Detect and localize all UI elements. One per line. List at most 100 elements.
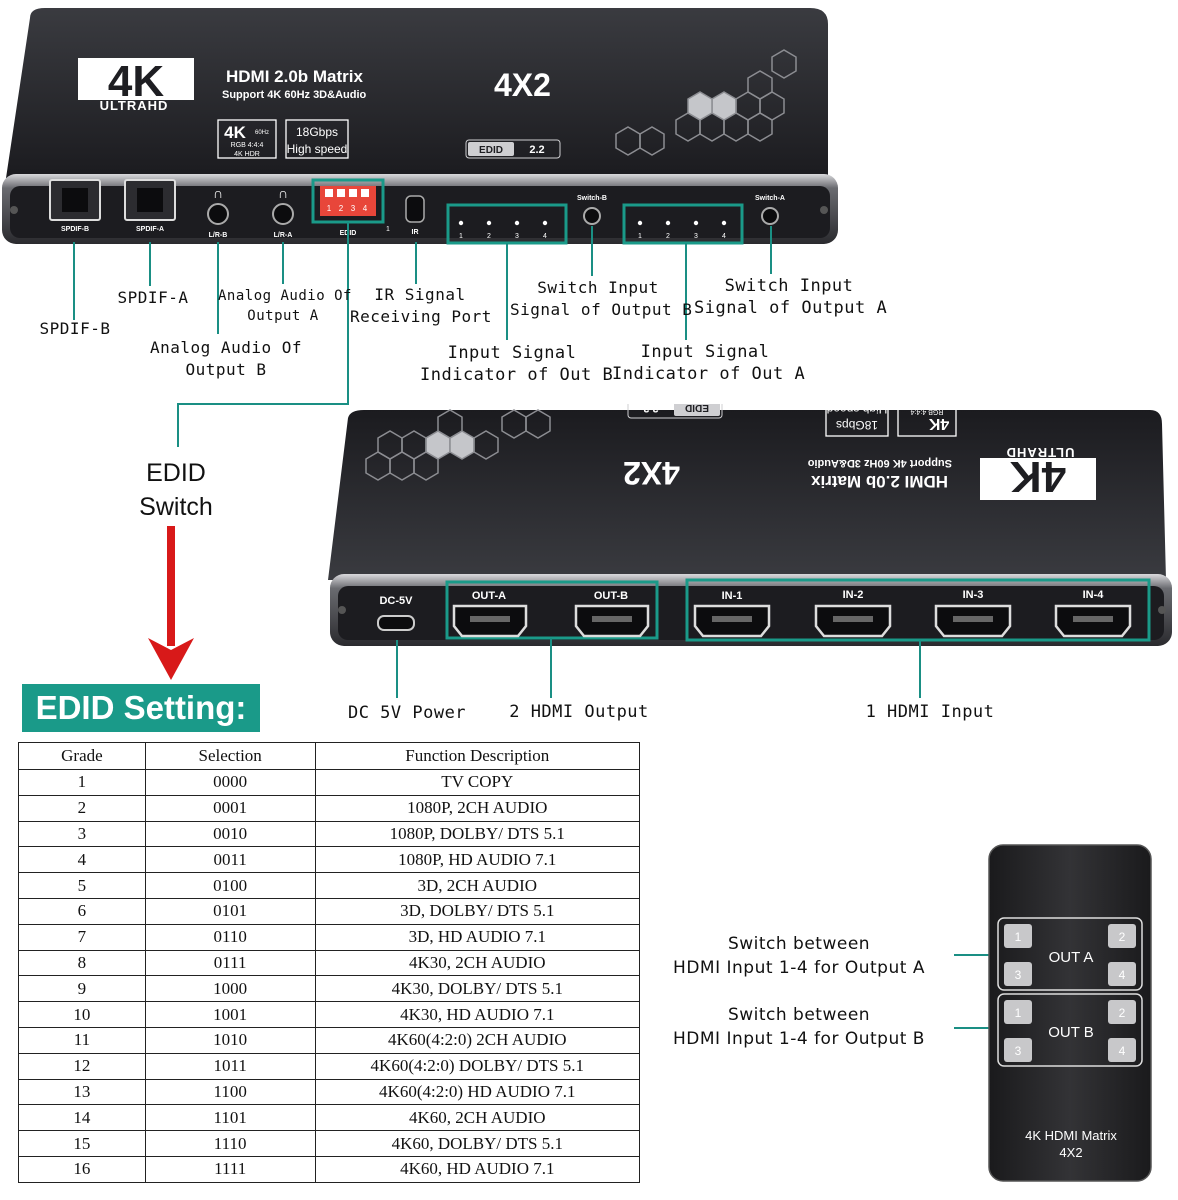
cell-function: 4K60(4:2:0) HD AUDIO 7.1 <box>314 1078 641 1106</box>
leader-line <box>506 243 508 340</box>
port-label-in-2: IN-2 <box>843 589 864 601</box>
leader-line <box>550 638 552 698</box>
svg-text:4X2: 4X2 <box>623 455 680 491</box>
svg-text:3: 3 <box>351 204 356 213</box>
hdmi-output-highlight <box>445 580 659 640</box>
cell-grade: 16 <box>18 1155 146 1183</box>
cell-selection: 0101 <box>144 897 316 925</box>
leader-line <box>282 242 284 284</box>
cell-grade: 8 <box>18 949 146 977</box>
port-label-lr-a: L/R-A <box>274 232 293 239</box>
svg-text:3: 3 <box>1015 1044 1022 1058</box>
cell-selection: 0100 <box>144 872 316 899</box>
cell-grade: 2 <box>18 794 146 822</box>
remote-key-b2[interactable] <box>1108 1000 1136 1024</box>
svg-text:4: 4 <box>543 233 547 240</box>
cell-selection: 1000 <box>144 975 316 1003</box>
svg-text:1: 1 <box>1015 930 1022 944</box>
leader-line <box>396 640 398 698</box>
svg-text:RGB 4:4:4: RGB 4:4:4 <box>911 408 944 415</box>
cell-grade: 7 <box>18 923 146 951</box>
led-group-a-highlight <box>622 203 744 245</box>
port-label-in-1: IN-1 <box>722 590 743 602</box>
svg-text:High speed: High speed <box>827 404 888 416</box>
leader-line <box>954 954 1002 956</box>
cell-grade: 14 <box>18 1104 146 1132</box>
remote-key-a1[interactable] <box>1004 924 1032 948</box>
badge-rgb: RGB 4:4:4 <box>231 142 264 149</box>
svg-text:2: 2 <box>666 233 670 240</box>
cell-function: 4K60(4:2:0) DOLBY/ DTS 5.1 <box>314 1052 641 1080</box>
svg-text:2: 2 <box>339 204 344 213</box>
remote-key-a2[interactable] <box>1108 924 1136 948</box>
switch-a-button[interactable] <box>761 207 779 225</box>
cell-selection: 0011 <box>144 846 316 874</box>
port-label-spdif-a: SPDIF-A <box>136 226 164 233</box>
port-label-in-3: IN-3 <box>963 589 984 601</box>
hdmi-input-highlight <box>685 578 1151 642</box>
svg-text:4K: 4K <box>1010 452 1066 501</box>
lr-a-jack <box>272 203 294 225</box>
cell-grade: 9 <box>18 975 146 1003</box>
leader-line <box>919 640 921 698</box>
lr-b-jack <box>207 203 229 225</box>
remote-key-b4[interactable] <box>1108 1038 1136 1062</box>
remote-key-a3[interactable] <box>1004 962 1032 986</box>
cell-selection: 0001 <box>144 794 316 822</box>
cell-function: 4K30, HD AUDIO 7.1 <box>314 1001 641 1028</box>
callout-hdmi-input: 1 HDMI Input <box>865 702 995 722</box>
badge-4khdr: 4K HDR <box>234 151 260 158</box>
logo-ultrahd: ULTRAHD <box>100 98 169 113</box>
cell-grade: 13 <box>18 1078 146 1106</box>
led-numbers-a: 1 2 3 4 <box>638 233 726 240</box>
port-label-ir: IR <box>412 229 419 236</box>
dip-side-mark: 1 <box>386 226 390 233</box>
cell-function: 4K30, 2CH AUDIO <box>314 949 641 977</box>
down-arrow-icon <box>148 526 194 680</box>
svg-text:Support 4K 60Hz 3D&Audio: Support 4K 60Hz 3D&Audio <box>807 457 952 469</box>
svg-text:ULTRAHD: ULTRAHD <box>1006 445 1075 460</box>
cell-selection: 1001 <box>144 1001 316 1028</box>
cell-function: TV COPY <box>314 769 641 796</box>
hex-pattern <box>365 409 551 481</box>
cell-function: 3D, 2CH AUDIO <box>314 872 641 899</box>
remote-key-a4[interactable] <box>1108 962 1136 986</box>
cell-function: 4K60, 2CH AUDIO <box>314 1104 641 1132</box>
leader-line <box>770 226 772 274</box>
remote-key-b1[interactable] <box>1004 1000 1032 1024</box>
port-label-spdif-b: SPDIF-B <box>61 226 89 233</box>
cell-grade: 4 <box>18 846 146 874</box>
cell-selection: 0111 <box>144 949 316 977</box>
headphone-icon: ∩ <box>213 185 223 201</box>
switch-b-button[interactable] <box>583 207 601 225</box>
led-group-a <box>637 220 727 226</box>
column-header-function: Function Description <box>314 742 641 770</box>
svg-text:2: 2 <box>1119 930 1126 944</box>
svg-text:4: 4 <box>363 204 368 213</box>
cell-function: 1080P, DOLBY/ DTS 5.1 <box>314 820 641 848</box>
cell-function: 4K60, HD AUDIO 7.1 <box>314 1155 641 1183</box>
led-group-b <box>458 220 548 226</box>
svg-text:1: 1 <box>1015 1006 1022 1020</box>
screw-icon <box>820 206 828 214</box>
remote-key-b3[interactable] <box>1004 1038 1032 1062</box>
cell-grade: 1 <box>18 769 146 796</box>
svg-text:2: 2 <box>487 233 491 240</box>
cell-selection: 1110 <box>144 1130 316 1157</box>
cell-function: 1080P, 2CH AUDIO <box>314 794 641 822</box>
switch-b-label: Switch-B <box>577 195 607 202</box>
svg-text:HDMI 2.0b Matrix: HDMI 2.0b Matrix <box>810 472 948 491</box>
